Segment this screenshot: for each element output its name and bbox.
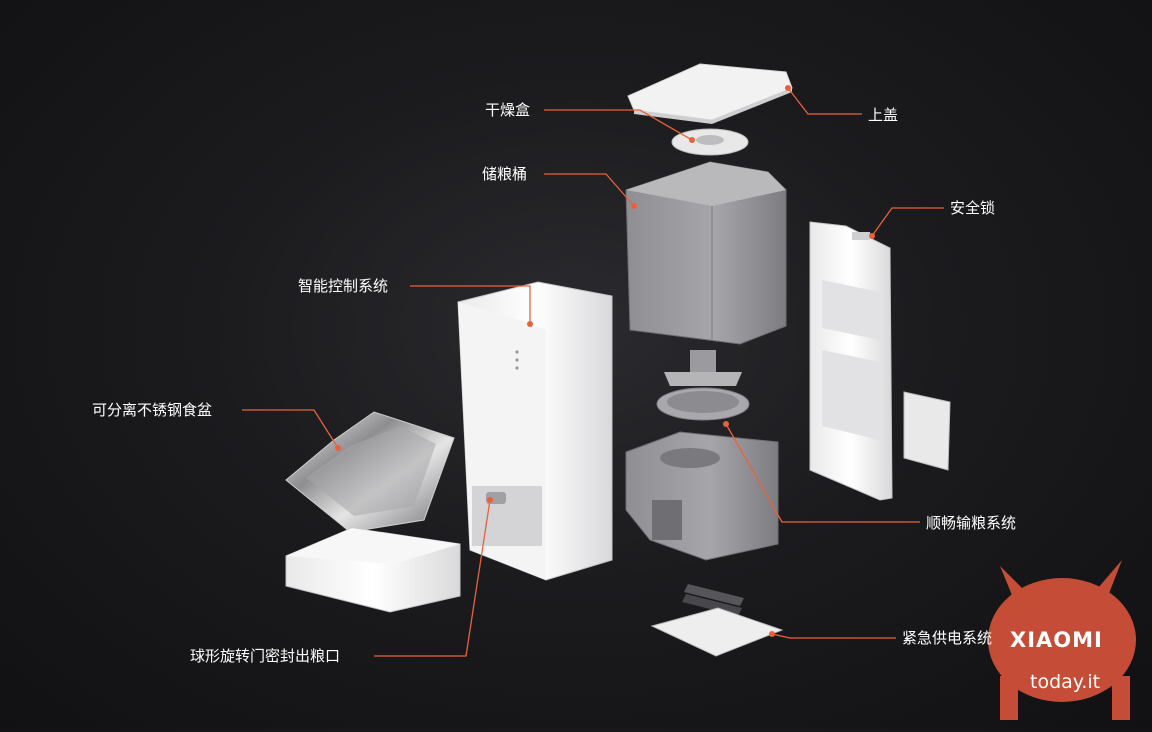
battery-cover-part: [903, 391, 951, 471]
watermark-logo: [988, 560, 1136, 720]
label-smart-control: 智能控制系统: [298, 277, 389, 295]
label-emergency-power: 紧急供电系统: [902, 629, 993, 647]
top-lid-part: [627, 63, 793, 124]
leader-smart-control: [410, 285, 531, 324]
leader-dots: [335, 85, 875, 637]
leader-ball-outlet: [374, 499, 491, 657]
label-ball-outlet: 球形旋转门密封出粮口: [190, 647, 341, 665]
batteries-part: [682, 584, 744, 616]
storage-bucket-part: [625, 161, 787, 345]
feeding-rotor-part: [656, 350, 750, 421]
battery-tray-part: [650, 607, 784, 657]
leader-top-lid: [787, 87, 862, 115]
leader-drying-box: [544, 109, 693, 141]
label-top-lid: 上盖: [868, 106, 899, 124]
leader-feeding-system: [725, 423, 920, 523]
main-housing-part: [457, 281, 613, 581]
watermark-brand: XIAOMI: [1010, 628, 1103, 652]
leader-safety-lock: [871, 207, 944, 237]
label-safety-lock: 安全锁: [950, 199, 996, 217]
label-drying-box: 干燥盒: [485, 101, 531, 119]
label-storage-bucket: 储粮桶: [482, 165, 528, 183]
leader-emergency-power: [771, 633, 896, 639]
bowl-base-part: [285, 527, 461, 613]
side-panel-part: [809, 221, 893, 501]
watermark-site: today.it: [1030, 671, 1101, 693]
label-steel-bowl: 可分离不锈钢食盆: [92, 401, 213, 419]
leader-storage-bucket: [544, 173, 635, 207]
leader-lines: [242, 87, 944, 657]
label-feeding-system: 顺畅输粮系统: [926, 514, 1017, 532]
leader-steel-bowl: [242, 409, 339, 449]
steel-bowl-part: [285, 411, 455, 533]
base-unit-part: [625, 431, 779, 561]
drying-box-part: [671, 128, 749, 156]
